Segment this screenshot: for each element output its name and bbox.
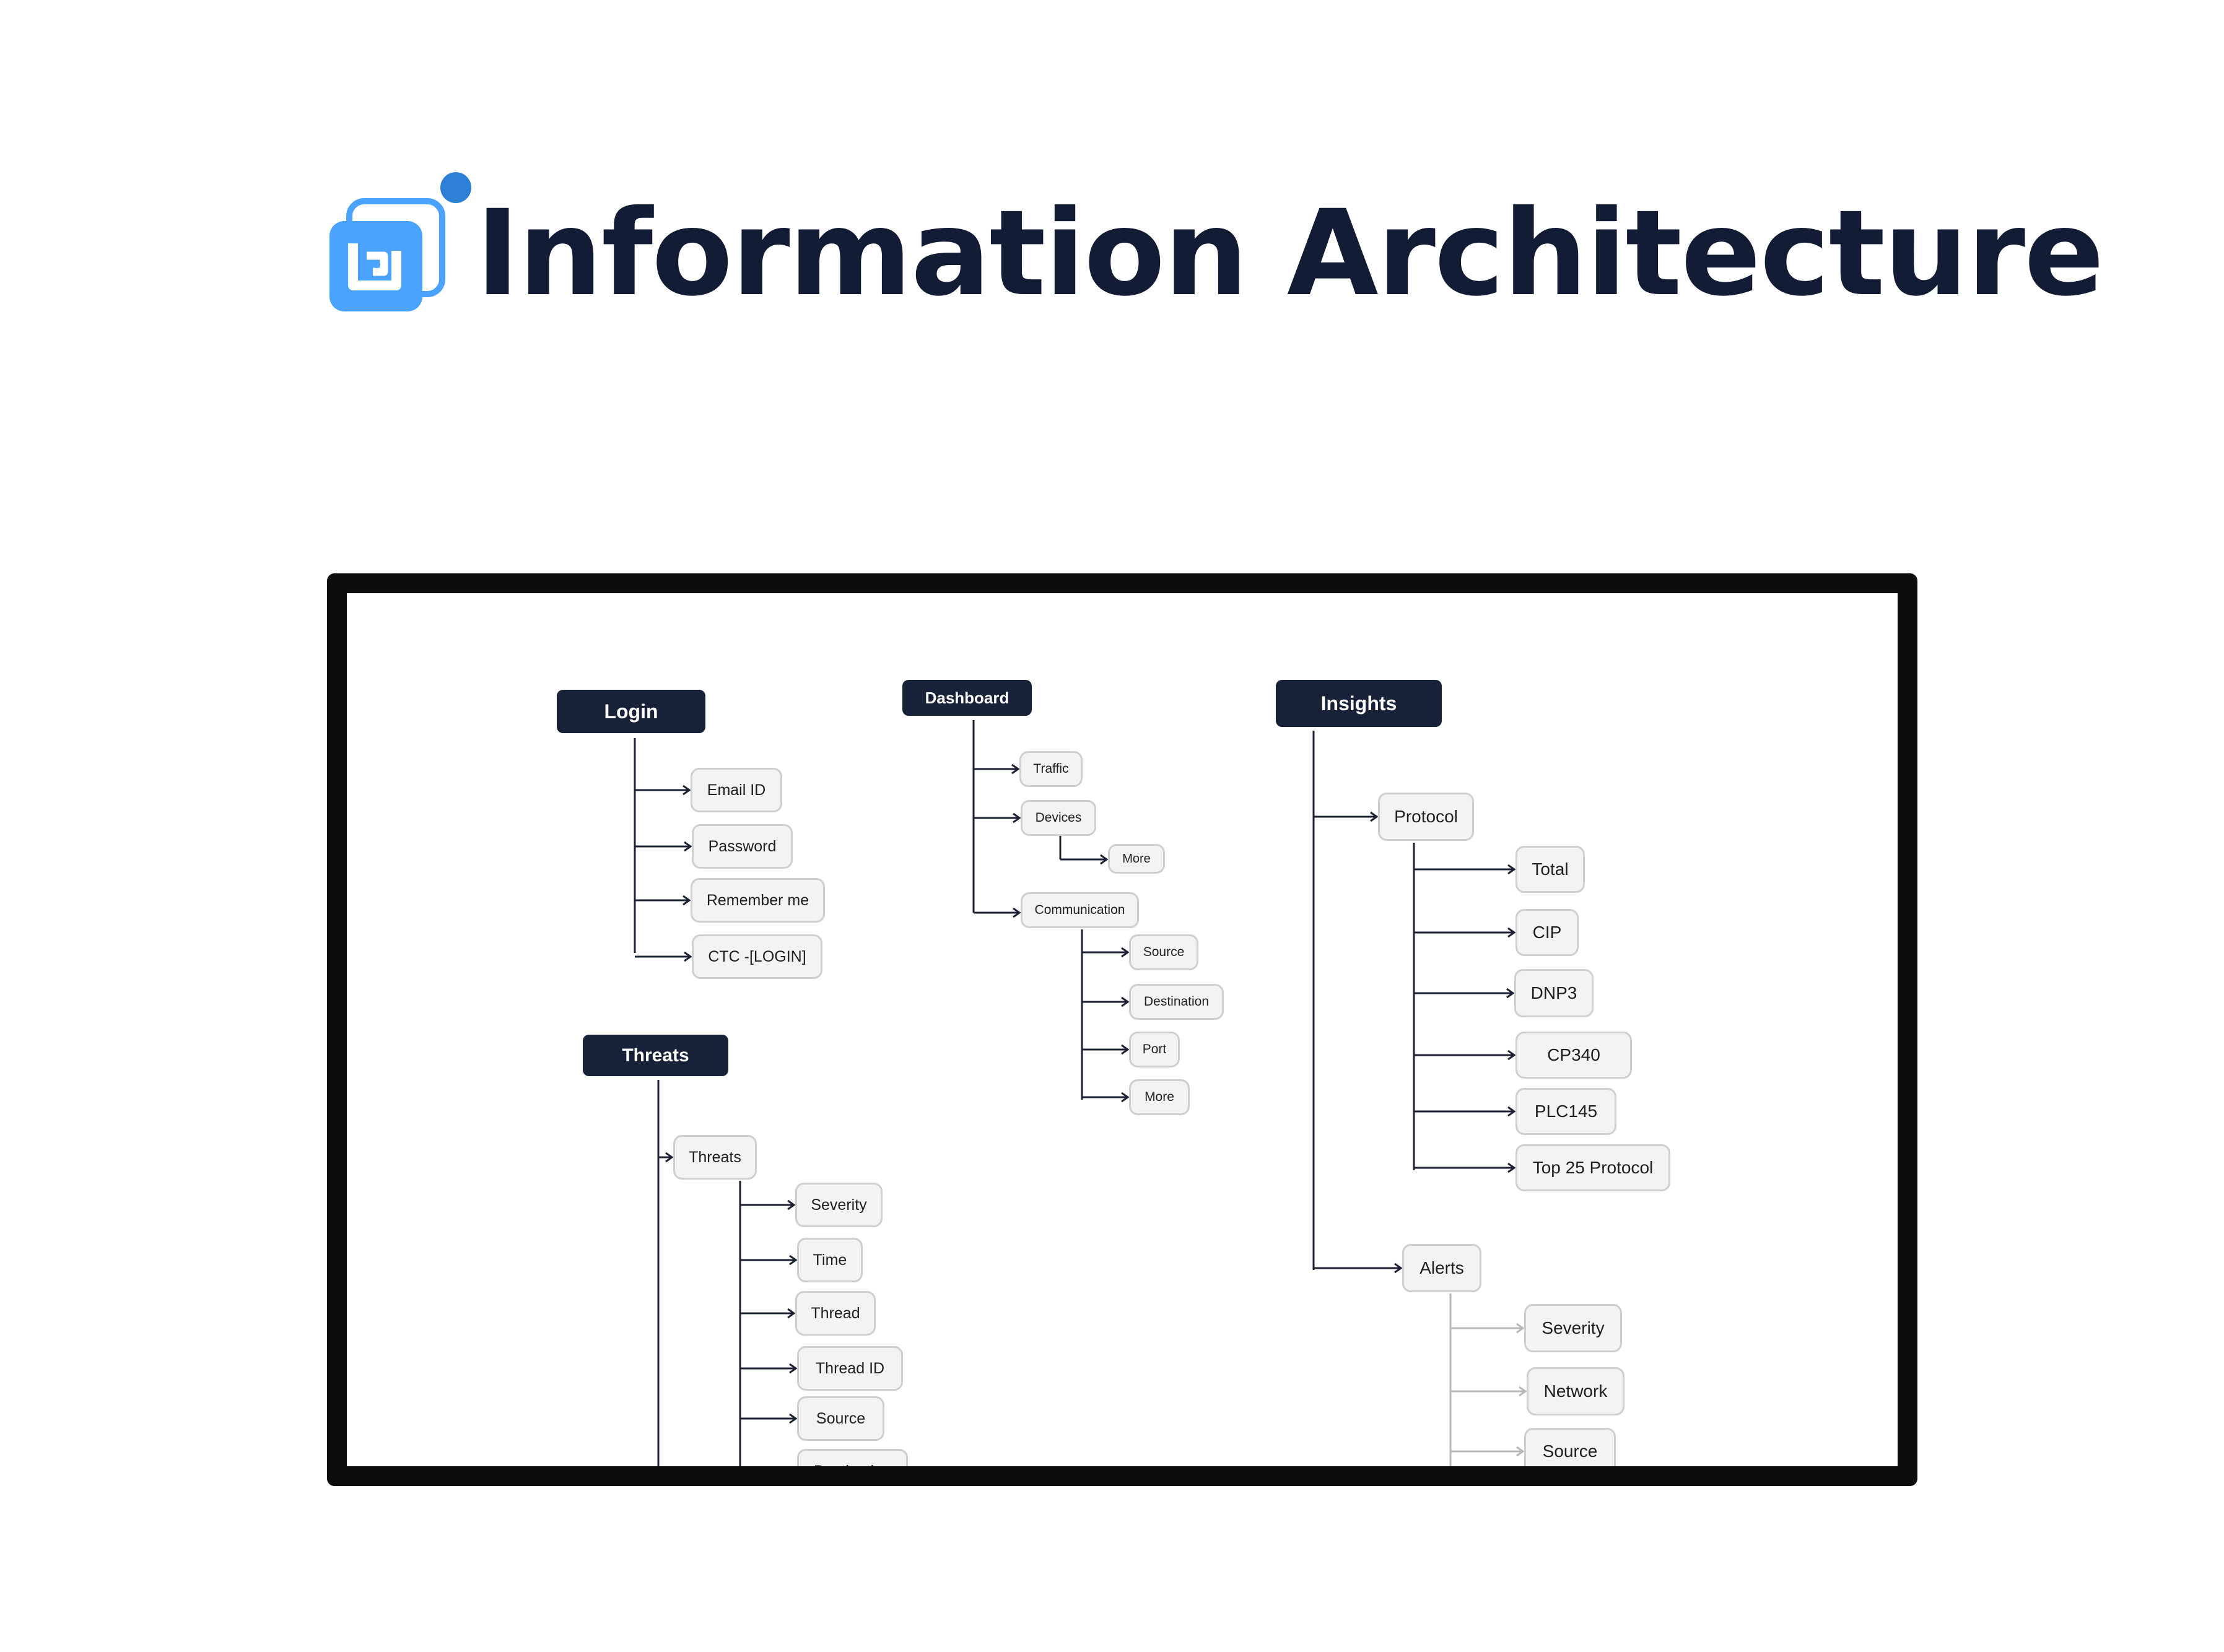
connector-arrow xyxy=(1060,854,1109,865)
connector-arrow xyxy=(1414,1162,1516,1173)
diagram-frame: Login Email ID Password Remember me CTC … xyxy=(327,573,1917,1486)
connector-arrow xyxy=(974,907,1021,918)
dashboard-source: Source xyxy=(1129,934,1198,970)
dashboard-destination: Destination xyxy=(1129,984,1224,1020)
connector-arrow xyxy=(1314,1263,1403,1274)
threats-destination: Destination xyxy=(797,1449,908,1466)
insights-protocol: Protocol xyxy=(1378,793,1474,841)
connector-arrow xyxy=(740,1363,798,1374)
app-logo-icon xyxy=(327,170,476,313)
connector-arrow xyxy=(635,895,691,906)
insights-cp340: CP340 xyxy=(1515,1032,1632,1079)
page-title: Information Architecture xyxy=(476,185,2104,323)
insights-cip: CIP xyxy=(1515,909,1579,956)
connector-arrow xyxy=(1082,996,1130,1007)
login-remember-me: Remember me xyxy=(691,878,825,923)
threats-threats: Threats xyxy=(673,1135,757,1180)
dashboard-port: Port xyxy=(1129,1032,1180,1067)
threats-source: Source xyxy=(797,1396,884,1441)
connector-arrow xyxy=(1082,1092,1130,1103)
threats-thread: Thread xyxy=(795,1291,876,1336)
connector-arrow xyxy=(1450,1386,1527,1397)
connector-arrow xyxy=(1082,947,1130,958)
connector-arrow xyxy=(974,812,1021,824)
connector-arrow xyxy=(1414,988,1515,999)
connector-arrow xyxy=(658,1152,674,1163)
connector-arrow xyxy=(1450,1446,1525,1457)
diagram-canvas: Login Email ID Password Remember me CTC … xyxy=(347,593,1898,1466)
dashboard-devices-more: More xyxy=(1108,844,1165,874)
threats-severity: Severity xyxy=(795,1183,883,1227)
insights-total: Total xyxy=(1515,846,1585,893)
login-password: Password xyxy=(692,824,793,869)
connector-arrow xyxy=(740,1308,796,1319)
connector-arrow xyxy=(635,951,692,962)
insights-dnp3: DNP3 xyxy=(1514,969,1594,1017)
connector-arrow xyxy=(974,763,1020,775)
dashboard-communication: Communication xyxy=(1021,892,1139,928)
connector-arrow xyxy=(1082,1044,1130,1055)
connector-arrow xyxy=(1314,811,1379,822)
connector-arrow xyxy=(1414,1050,1516,1061)
connector-arrow xyxy=(740,1199,796,1211)
login-header: Login xyxy=(557,690,705,733)
insights-alerts-source: Source xyxy=(1524,1428,1616,1466)
page-header: Information Architecture xyxy=(0,0,2224,347)
insights-plc145: PLC145 xyxy=(1515,1088,1616,1135)
insights-alerts: Alerts xyxy=(1402,1244,1481,1292)
threats-thread-id: Thread ID xyxy=(797,1346,903,1391)
login-email-id: Email ID xyxy=(691,768,782,812)
threats-header: Threats xyxy=(583,1035,728,1076)
connector-arrow xyxy=(1414,864,1516,875)
insights-alerts-network: Network xyxy=(1527,1367,1624,1415)
insights-header: Insights xyxy=(1276,680,1442,727)
dashboard-traffic: Traffic xyxy=(1019,751,1083,787)
connector-arrow xyxy=(635,841,692,852)
connector-arrow xyxy=(1450,1323,1525,1334)
insights-top-25-protocol: Top 25 Protocol xyxy=(1515,1144,1670,1191)
connector-arrow xyxy=(1414,1106,1516,1117)
connector-arrow xyxy=(635,785,691,796)
dashboard-header: Dashboard xyxy=(902,680,1032,716)
dashboard-devices: Devices xyxy=(1021,800,1096,836)
connector-arrow xyxy=(740,1413,798,1424)
threats-time: Time xyxy=(797,1238,863,1282)
login-cta: CTC -[LOGIN] xyxy=(692,934,822,979)
connector-arrow xyxy=(1414,927,1516,938)
insights-alerts-severity: Severity xyxy=(1524,1304,1622,1352)
dashboard-more: More xyxy=(1129,1079,1190,1115)
connector-arrow xyxy=(740,1254,798,1266)
